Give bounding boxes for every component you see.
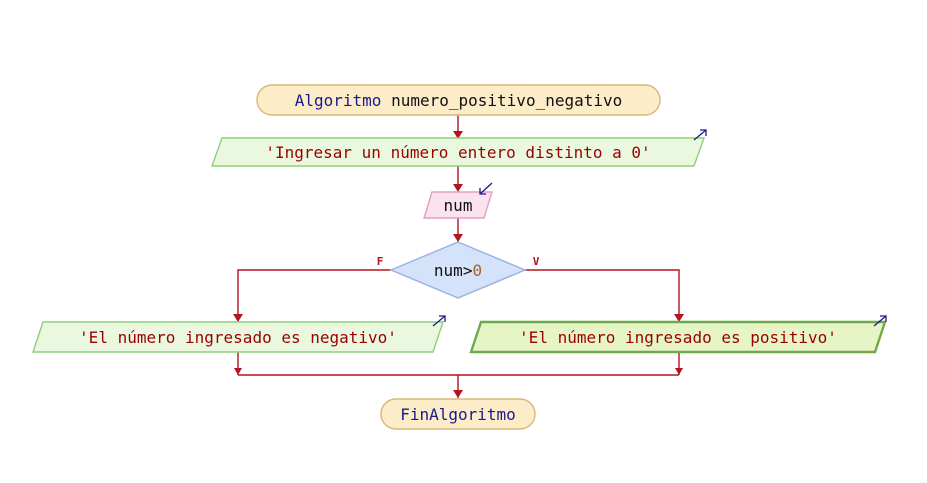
connector-true-branch xyxy=(525,269,680,322)
output-positive-arrow-icon xyxy=(873,315,887,327)
arrowhead-negative xyxy=(233,314,243,322)
output-prompt-shape xyxy=(211,137,705,167)
output-negative-node[interactable]: 'El número ingresado es negativo' xyxy=(32,315,446,353)
output-positive-shape xyxy=(469,320,887,354)
arrowhead-positive xyxy=(674,314,684,322)
arrowhead-decision xyxy=(453,234,463,242)
input-shape xyxy=(423,191,493,219)
output-prompt-text: 'Ingresar un número entero distinto a 0' xyxy=(265,143,650,162)
end-terminal-shape xyxy=(380,398,536,430)
decision-left-operand: num xyxy=(434,261,463,280)
output-arrow-icon xyxy=(693,129,707,141)
decision-operator: > xyxy=(463,261,473,280)
connector-false-branch xyxy=(237,269,391,322)
arrowhead-positive-merge xyxy=(675,368,683,375)
arrowhead-end xyxy=(453,390,463,398)
output-negative-arrow-icon xyxy=(432,315,446,327)
false-branch-label: F xyxy=(377,255,384,268)
input-arrow-icon xyxy=(479,182,493,195)
decision-condition: num>0 xyxy=(434,261,482,280)
arrowhead-negative-merge xyxy=(234,368,242,375)
arrowhead-prompt xyxy=(453,131,463,139)
start-keyword: Algoritmo xyxy=(295,91,382,110)
start-node[interactable]: Algoritmo numero_positivo_negativo xyxy=(256,84,661,116)
input-node[interactable]: num xyxy=(423,182,493,219)
connectors xyxy=(237,115,680,398)
algorithm-name: numero_positivo_negativo xyxy=(391,91,622,110)
start-node-text: Algoritmo numero_positivo_negativo xyxy=(295,91,623,110)
output-negative-text: 'El número ingresado es negativo' xyxy=(79,328,397,347)
output-prompt-node[interactable]: 'Ingresar un número entero distinto a 0' xyxy=(211,129,707,167)
output-negative-shape xyxy=(32,321,444,353)
arrowheads xyxy=(233,131,684,398)
end-keyword: FinAlgoritmo xyxy=(400,405,516,424)
decision-node[interactable]: num>0 xyxy=(389,241,527,299)
input-variable-text: num xyxy=(444,196,473,215)
output-positive-node[interactable]: 'El número ingresado es positivo' xyxy=(469,315,887,354)
decision-right-operand: 0 xyxy=(472,261,482,280)
output-positive-text: 'El número ingresado es positivo' xyxy=(519,328,837,347)
true-branch-label: V xyxy=(533,255,540,268)
start-terminal-shape xyxy=(256,84,661,116)
end-node[interactable]: FinAlgoritmo xyxy=(380,398,536,430)
decision-diamond-shape xyxy=(389,241,527,299)
arrowhead-input xyxy=(453,184,463,192)
